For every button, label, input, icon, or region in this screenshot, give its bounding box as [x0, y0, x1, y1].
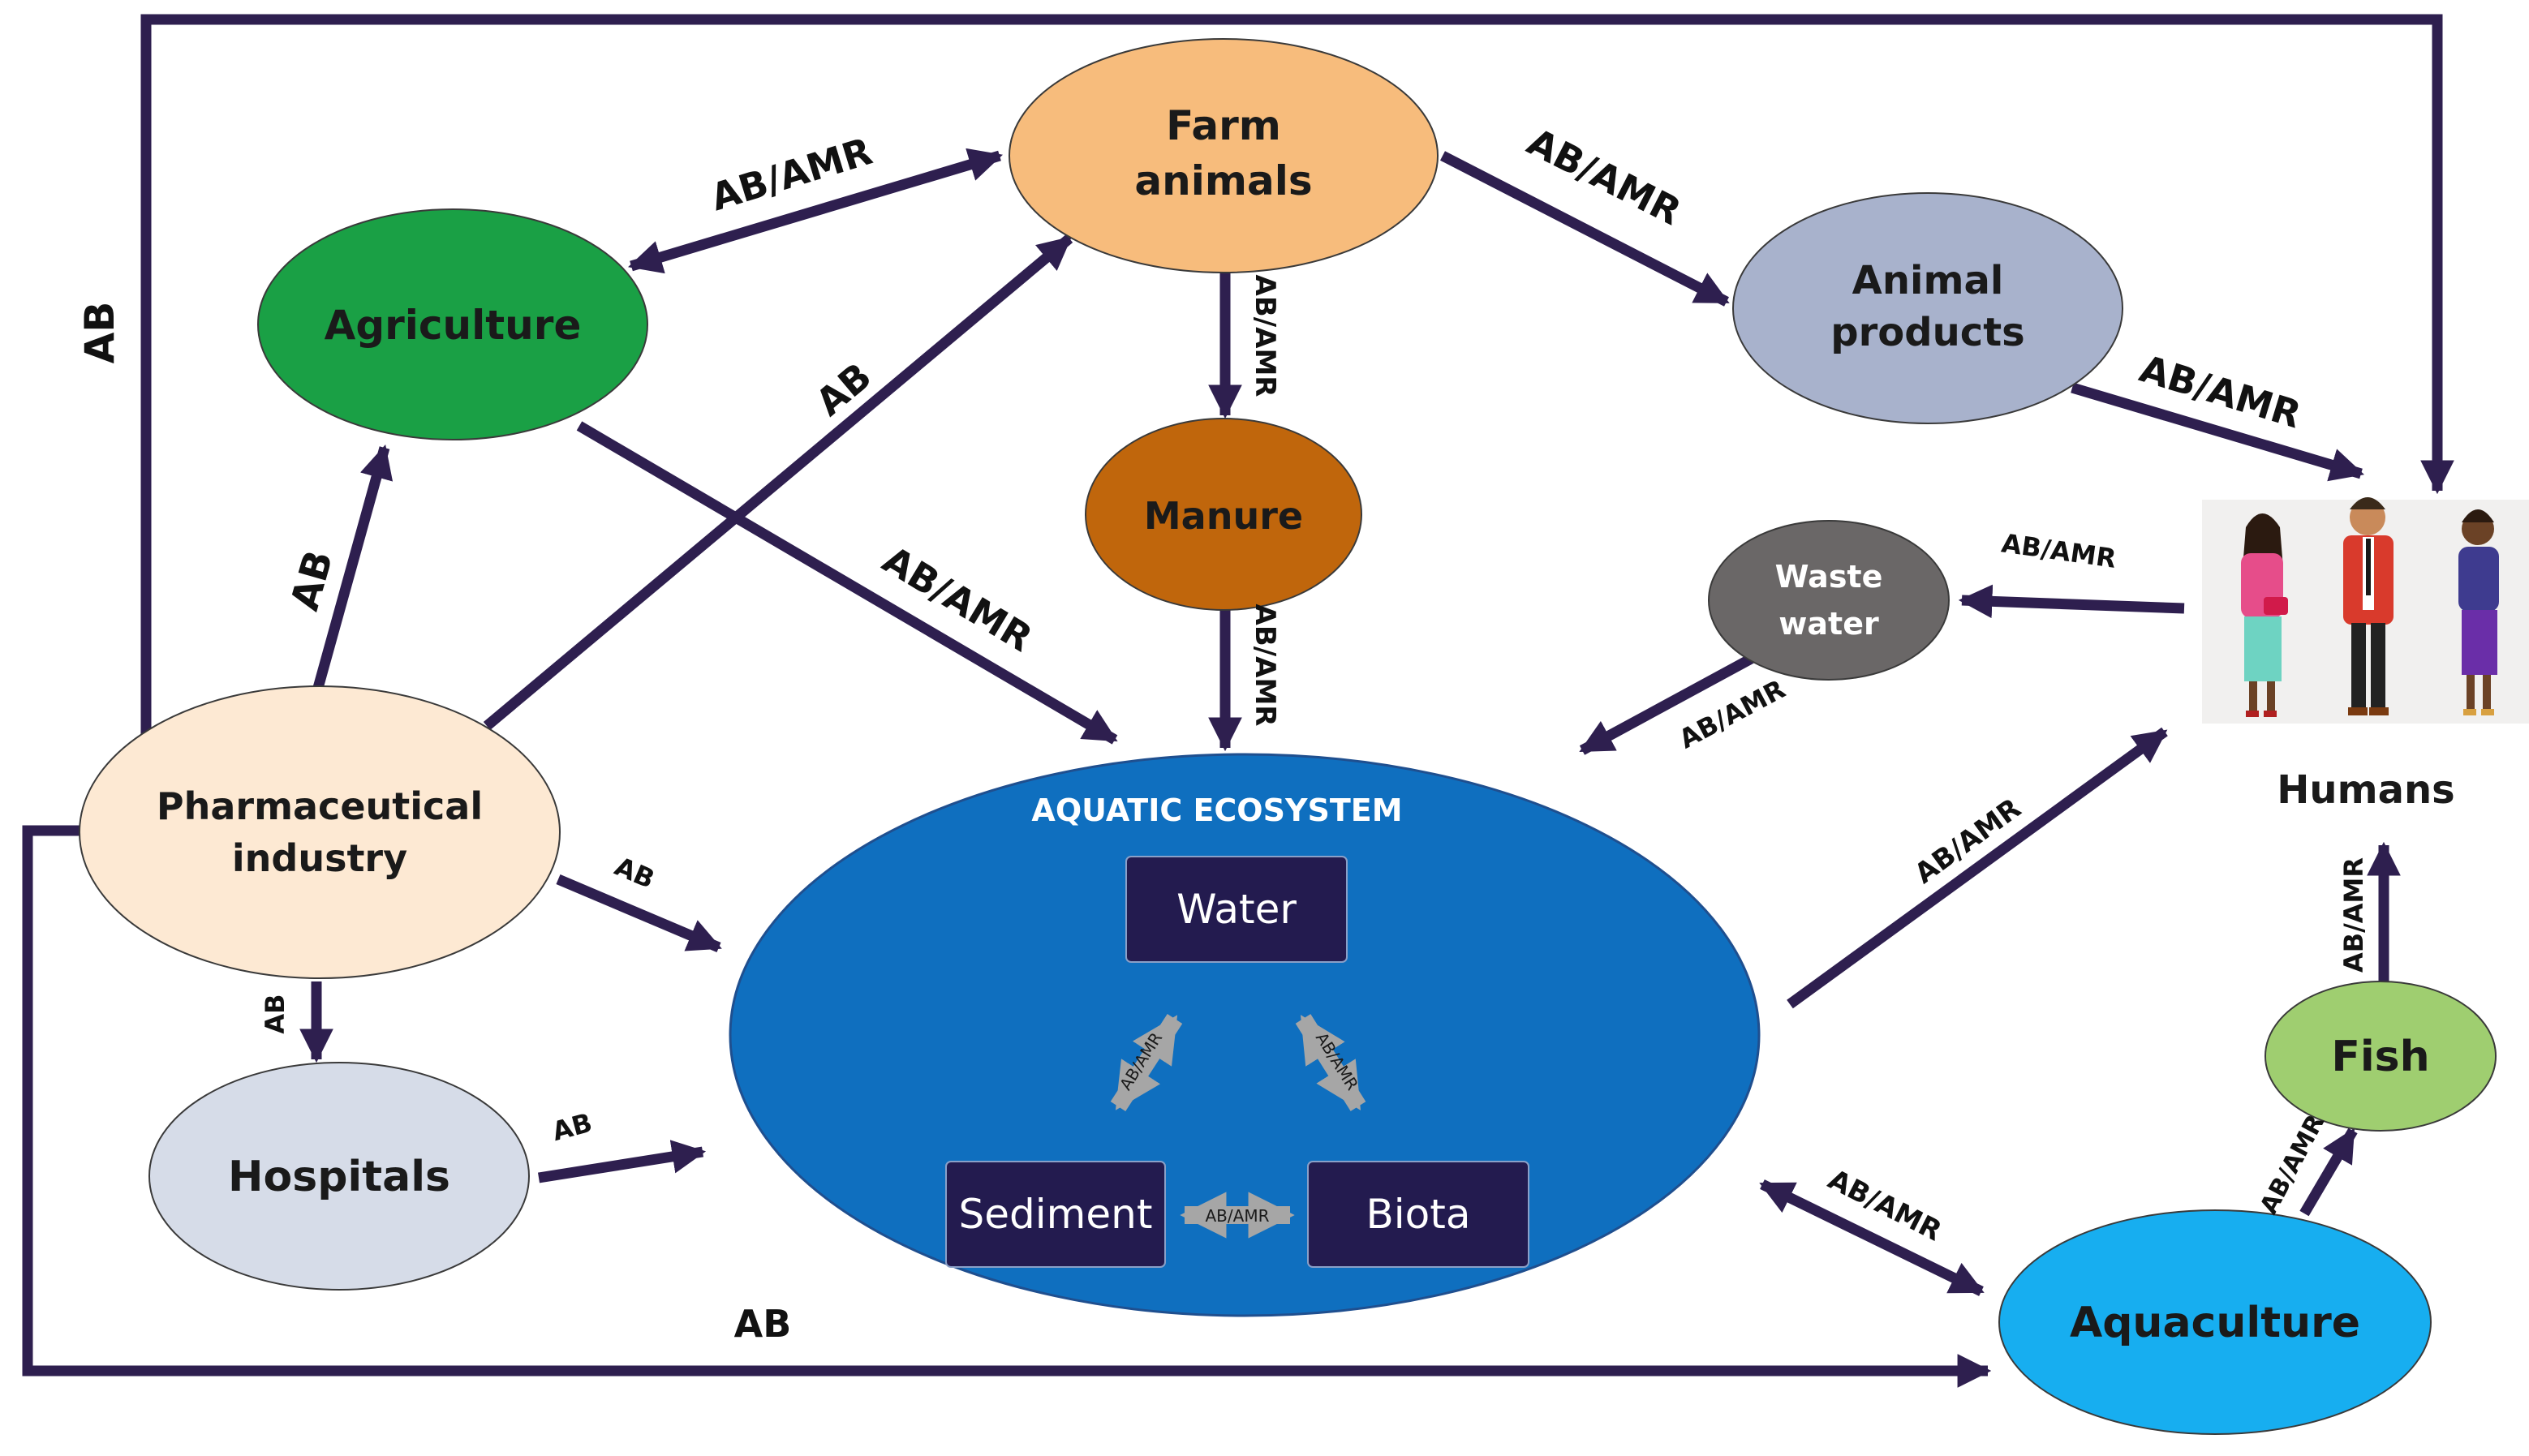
arrow-waste-aquatic — [1579, 652, 1757, 755]
products-humans-label: AB/AMR — [2135, 346, 2306, 436]
animal-products-line2: products — [1830, 310, 2025, 355]
aquatic-aquaculture-label: AB/AMR — [1823, 1163, 1947, 1248]
node-waste-water: Waste water — [1708, 520, 1950, 681]
arrow-pharma-aquatic — [556, 874, 722, 952]
fish-label: Fish — [2331, 1033, 2429, 1081]
sediment-label: Sediment — [959, 1191, 1153, 1238]
node-hospitals: Hospitals — [148, 1062, 530, 1291]
biota-label: Biota — [1366, 1191, 1470, 1238]
arrow-hospitals-aquatic — [537, 1140, 707, 1183]
farm-products-label: AB/AMR — [1520, 119, 1688, 234]
manure-aquatic-label: AB/AMR — [1249, 604, 1281, 727]
arrow-agri-aquatic — [576, 421, 1118, 745]
inner-arrows — [1110, 1014, 1366, 1239]
pharmaceutical-line1: Pharmaceutical — [157, 784, 483, 828]
pharma-farm-label: AB — [807, 354, 880, 424]
sediment-box — [945, 1161, 1166, 1268]
pharma-aquatic-label: AB — [610, 851, 659, 895]
node-farm-animals: Farm animals — [1009, 38, 1439, 273]
humans-waste-label: AB/AMR — [2000, 527, 2118, 573]
woman-figure-right — [2458, 509, 2499, 715]
node-aquatic-ecosystem: AQUATIC ECOSYSTEM Water Sediment Biota A… — [729, 753, 1761, 1317]
water-box — [1125, 856, 1348, 963]
sediment-biota-label: AB/AMR — [1206, 1206, 1270, 1226]
arrow-pharma-farm — [483, 234, 1073, 730]
waste-water-line2: water — [1778, 606, 1879, 642]
woman-figure-left — [2241, 513, 2288, 717]
arrow-pharma-agri — [312, 444, 394, 689]
humans-label: Humans — [2277, 767, 2455, 813]
fish-humans-label: AB/AMR — [2338, 857, 2369, 973]
arrow-humans-waste — [1958, 584, 2185, 619]
top-loop-label: AB — [76, 302, 123, 364]
arrow-top-loop — [140, 14, 2454, 734]
agriculture-label: Agriculture — [325, 302, 582, 349]
waste-water-line1: Waste — [1775, 559, 1883, 595]
node-animal-products: Animal products — [1732, 192, 2123, 424]
man-figure-center — [2343, 497, 2394, 715]
animal-products-line1: Animal — [1852, 258, 2004, 303]
arrow-products-humans — [2071, 382, 2364, 482]
pharma-hospitals-label: AB — [260, 994, 290, 1033]
aquaculture-fish-label: AB/AMR — [2255, 1110, 2330, 1219]
agri-farm-label: AB/AMR — [706, 129, 877, 219]
farm-animals-line2: animals — [1134, 157, 1312, 204]
node-pharmaceutical: Pharmaceutical industry — [79, 685, 561, 979]
node-manure: Manure — [1085, 418, 1362, 611]
hospitals-aquatic-label: AB — [548, 1107, 595, 1147]
arrow-bottom-loop — [22, 825, 1992, 1388]
hospitals-label: Hospitals — [228, 1153, 450, 1201]
arrow-water-sediment — [1110, 1014, 1183, 1111]
bottom-loop-label: AB — [734, 1302, 792, 1346]
pharmaceutical-line2: industry — [232, 836, 407, 880]
biota-box — [1307, 1161, 1529, 1268]
pharma-agri-label: AB — [282, 545, 342, 615]
edges — [22, 14, 2454, 1388]
arrow-water-biota — [1295, 1014, 1366, 1111]
water-label: Water — [1176, 886, 1297, 933]
arrow-aquaculture-fish — [2299, 1127, 2358, 1217]
aquaculture-label: Aquaculture — [2070, 1299, 2360, 1347]
humans-illustration — [2202, 497, 2529, 724]
arrow-aquatic-humans — [1787, 727, 2168, 1009]
node-fish: Fish — [2264, 981, 2497, 1132]
arrow-agri-farm — [628, 148, 1003, 274]
aquatic-ecosystem-title: AQUATIC ECOSYSTEM — [1031, 792, 1402, 828]
farm-manure-label: AB/AMR — [1249, 275, 1281, 397]
farm-animals-line1: Farm — [1166, 102, 1281, 149]
node-aquaculture: Aquaculture — [1998, 1209, 2432, 1435]
arrow-aquatic-aquaculture — [1759, 1179, 1985, 1296]
arrow-farm-products — [1440, 151, 1730, 307]
node-agriculture: Agriculture — [257, 208, 648, 440]
manure-label: Manure — [1144, 494, 1303, 538]
